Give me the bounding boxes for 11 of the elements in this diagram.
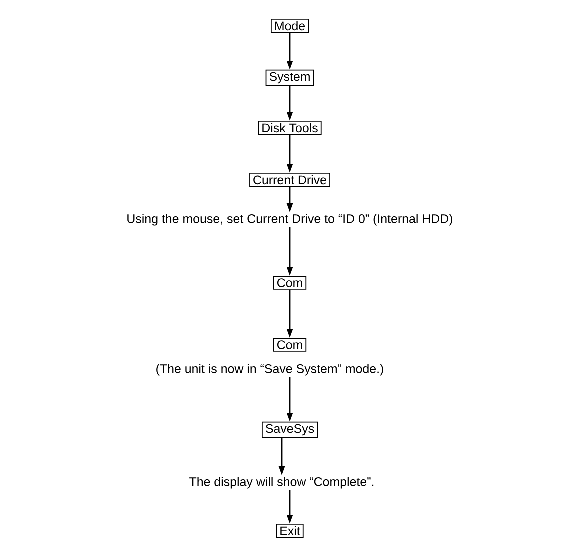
menu-box: Mode — [271, 18, 310, 33]
instruction-text: Using the mouse, set Current Drive to “ID 0” (Internal HDD) — [128, 214, 453, 226]
menu-box: Current Drive — [250, 172, 330, 187]
menu-box: System — [266, 70, 314, 86]
menu-box: Disk Tools — [258, 120, 322, 135]
menu-box: Exit — [276, 524, 304, 538]
menu-box: Com — [273, 338, 307, 352]
menu-box: SaveSys — [262, 422, 318, 438]
instruction-text: (The unit is now in “Save System” mode.) — [156, 364, 384, 376]
menu-box: Com — [273, 276, 307, 290]
instruction-text: The display will show “Complete”. — [190, 477, 374, 489]
